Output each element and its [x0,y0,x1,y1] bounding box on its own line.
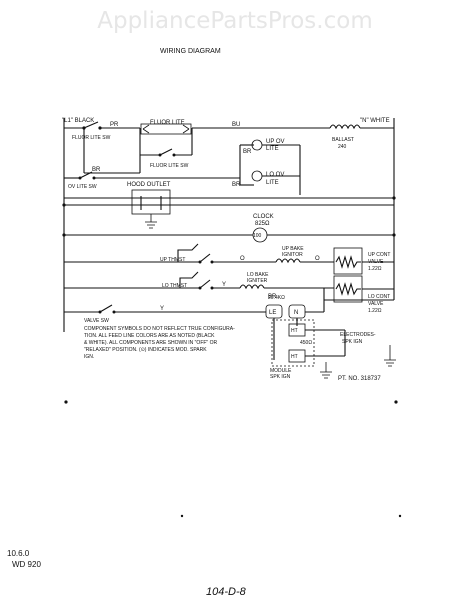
module-ground-icon [320,371,332,379]
up-ov-lite-label-2: LITE [266,146,279,152]
oven-lite-circuit: OV LITE SW BR BR UP OV LITE LO OV LITE [64,139,301,195]
clock-circuit: 100 CLOCK 825Ω [62,214,396,243]
resistor-label: 450Ω [300,340,312,346]
note-line-1: COMPONENT SYMBOLS DO NOT REFLECT TRUE CO… [84,326,235,332]
ballast-value: 240 [338,144,347,150]
note-line-5: IGN. [84,354,94,360]
module-label-1: MODULE [270,368,292,374]
lo-bake-label-1: LO BAKE [247,272,269,278]
wire-y1-label: Y [222,282,226,288]
wire-o1-label: O [240,256,245,262]
electrodes-label-2: SPK IGN [342,339,363,345]
up-thmst-label: UP THMST [160,257,185,263]
wire-br-a-label: BR [232,182,241,188]
lo-cont-valve-label-3: 1.22Ω [368,308,382,314]
wire-br2-label: BR [243,149,252,155]
up-cont-valve-label-2: VALVE [368,259,384,265]
clock-motor-text: 100 [253,233,262,239]
fluor-lite-sw-label: FLUOR LITE SW [72,135,111,141]
up-valve-resistor [335,255,361,269]
lo-cont-valve-label-2: VALVE [368,301,384,307]
upper-bake-circuit: UP THMST O UP BAKE IGNITOR O UP CONT VAL… [64,243,394,275]
l1-label: "L1" BLACK [62,118,94,124]
wire-pr-label: PR [110,122,119,128]
note-line-2: TION. ALL FEED LINE COLORS ARE AS NOTED … [84,333,215,339]
lo-cont-valve-label-1: LO CONT [368,294,390,300]
scan-marks [64,400,402,518]
ignition-value-label: 20.4KΩ [268,295,285,301]
spark-module-box [271,319,315,367]
hood-outlet-box [131,189,171,215]
note-line-4: "RELAXED" POSITION. (⊙) INDICATES MOD. S… [84,347,207,353]
module-label-2: SPK IGN [270,374,291,380]
footer-code-2: WD 920 [12,560,41,569]
lower-bake-circuit: LO THMST Y LO BAKE IGNITER BR LO CONT VA… [64,271,394,314]
footer-handwritten: 104-D-8 [206,586,247,598]
up-bake-igniter [275,258,301,264]
up-cont-valve-label-1: UP CONT [368,252,390,258]
clock-label: CLOCK [253,214,274,220]
up-bake-label-2: IGNITOR [282,252,303,258]
ballast-coil [329,124,361,130]
lo-ov-lite-bulb [251,170,263,182]
up-cont-valve-label-3: 1.22Ω [368,266,382,272]
hood-ground-icon [145,221,157,229]
wire-bu-label: BU [232,122,240,128]
lo-ov-lite-label-1: LO OV [266,172,284,178]
ht-label-2: HT [291,354,298,360]
ov-lite-sw-label: OV LITE SW [68,184,97,190]
wire-o2-label: O [315,256,320,262]
wire-y2-label: Y [160,306,164,312]
spark-ignition-circuit: Y VALVE SW 20.4KΩ LE N HT HT 450Ω ELECTR… [64,295,396,380]
lo-thmst-label: LO THMST [162,283,187,289]
lo-bake-label-2: IGNITER [247,278,268,284]
diagram-note: COMPONENT SYMBOLS DO NOT REFLECT TRUE CO… [84,326,235,360]
up-bake-label-1: UP BAKE [282,246,304,252]
watermark: AppliancePartsPros.com [97,8,372,34]
lo-valve-resistor [335,282,361,296]
note-line-3: & WHITE). ALL COMPONENTS ARE SHOWN IN "O… [84,340,217,346]
electrodes-label-1: ELECTRODES- [340,332,376,338]
wire-br-label: BR [92,167,101,173]
hood-outlet-circuit: HOOD OUTLET [62,182,396,229]
clock-value: 825Ω [255,221,270,227]
footer-code-1: 10.6.0 [7,549,30,558]
hood-outlet-label: HOOD OUTLET [127,182,171,188]
fluor-lite-circuit: PR FLUOR LITE SW FLUOR LITE FLUOR LITE S… [64,120,394,169]
n-label: "N" WHITE [360,118,390,124]
valve-sw-label: VALVE SW [84,318,109,324]
up-cont-valve [333,247,363,275]
diagram-title: WIRING DIAGRAM [160,48,221,55]
lo-bake-igniter [239,284,265,290]
electrode-ground-icon [384,359,396,367]
fluor-lite-sw2-label: FLUOR LITE SW [150,163,189,169]
le-label: LE [269,310,276,316]
fluor-lite-label: FLUOR LITE [150,120,185,126]
n-label: N [294,310,298,316]
wire-br-b-label: BR [268,294,277,300]
fluor-lite-tube [140,123,192,135]
ballast-label: BALLAST [332,137,354,143]
up-ov-lite-label-1: UP OV [266,139,285,145]
ht-label-1: HT [291,328,298,334]
part-number: PT. NO. 318737 [338,376,381,382]
br-row: BR [83,128,141,174]
lo-ov-lite-label-2: LITE [266,180,279,186]
